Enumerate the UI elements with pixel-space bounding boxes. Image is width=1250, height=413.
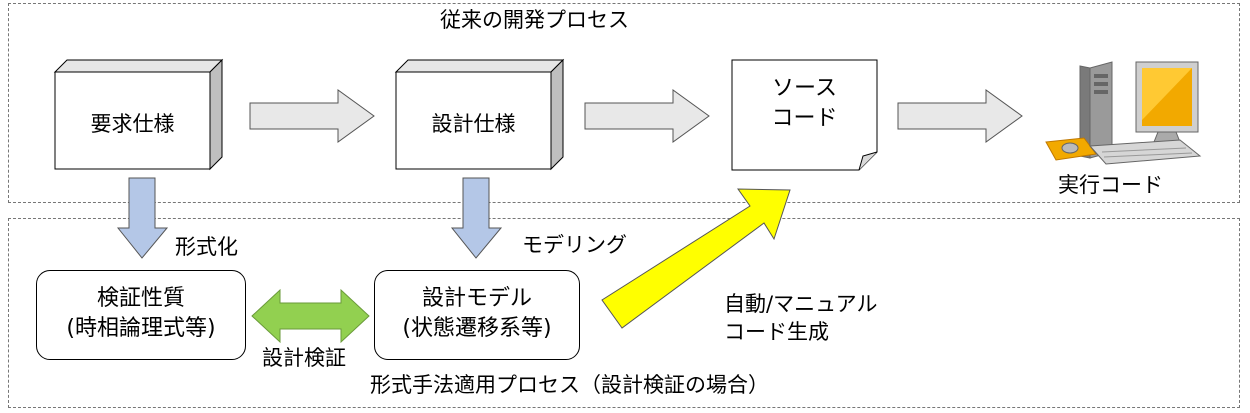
- code-generation-arrow: [601, 188, 791, 329]
- formalization-label: 形式化: [175, 235, 238, 259]
- verification-label: 設計検証: [262, 346, 346, 370]
- properties-line2: (時相論理式等): [66, 315, 216, 341]
- design-model-line2: (状態遷移系等): [402, 315, 552, 341]
- design-model-box: 設計モデル (状態遷移系等): [374, 270, 580, 360]
- verification-properties-box: 検証性質 (時相論理式等): [36, 270, 246, 360]
- design-spec-box: [394, 58, 565, 171]
- conventional-process-title: 従来の開発プロセス: [440, 8, 629, 32]
- requirements-label: 要求仕様: [90, 112, 175, 136]
- formal-process-title: 形式手法適用プロセス（設計検証の場合）: [370, 373, 769, 397]
- arrow-design-to-source: [584, 89, 710, 143]
- arrow-requirements-to-design: [249, 89, 375, 143]
- codegen-line1: 自動/マニュアル: [724, 292, 878, 316]
- requirements-box: [53, 58, 224, 171]
- verification-double-arrow: [251, 288, 370, 344]
- modeling-label: モデリング: [522, 233, 627, 257]
- source-code-document: [731, 59, 878, 171]
- source-code-line1: ソース: [772, 76, 837, 101]
- conventional-process-region: [8, 3, 1240, 203]
- design-model-line1: 設計モデル: [421, 286, 532, 311]
- source-code-line2: コード: [771, 105, 838, 131]
- codegen-line2: コード生成: [724, 320, 829, 345]
- properties-line1: 検証性質: [96, 286, 185, 311]
- formal-process-region: [8, 218, 1240, 408]
- computer-icon: [1045, 61, 1202, 165]
- arrow-formalization: [116, 177, 169, 259]
- executable-label: 実行コード: [1058, 173, 1163, 197]
- codegen-label: 自動/マニュアル コード生成: [724, 290, 877, 347]
- design-spec-label: 設計仕様: [431, 112, 516, 136]
- source-code-label: ソース コード: [732, 74, 877, 133]
- arrow-source-to-executable: [897, 89, 1023, 143]
- arrow-modeling: [450, 177, 503, 259]
